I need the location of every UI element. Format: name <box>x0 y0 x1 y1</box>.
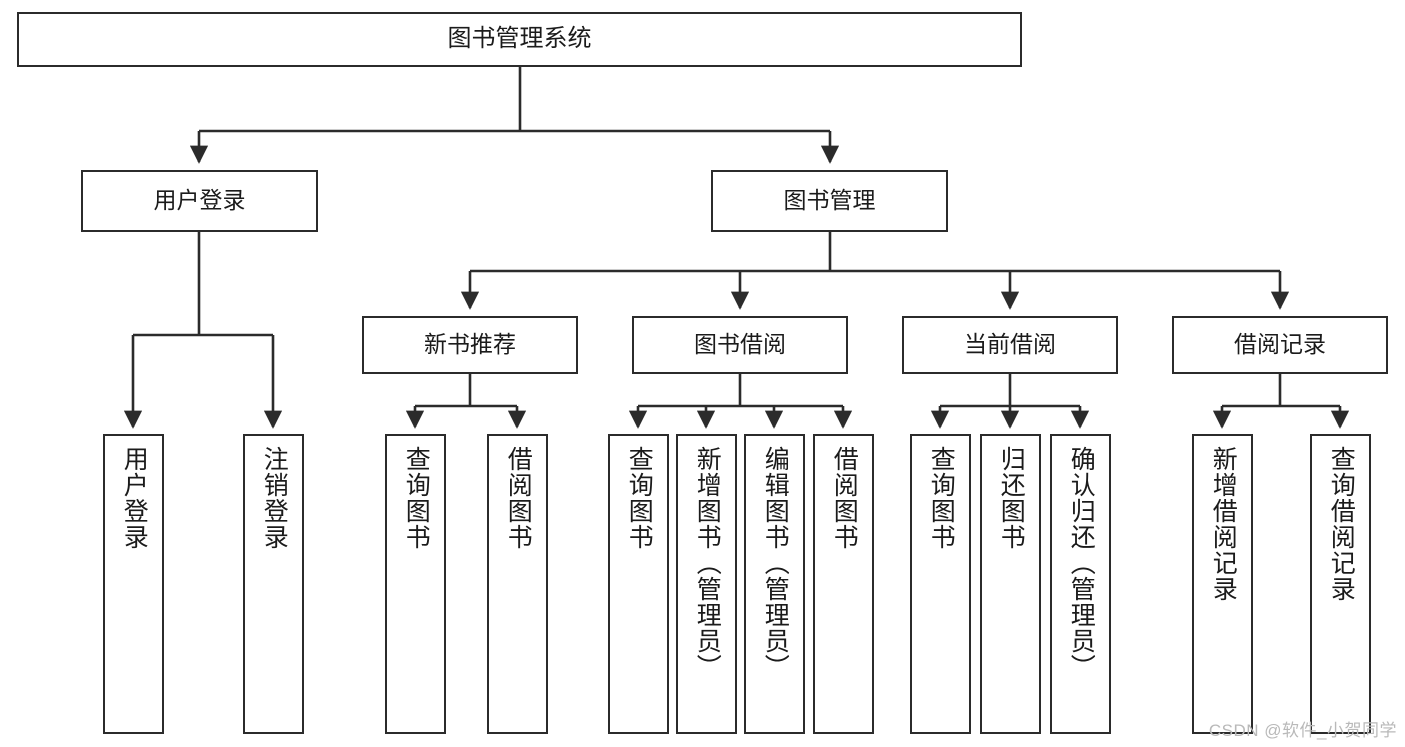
node-borrow-record[interactable]: 借阅记录 <box>1172 316 1388 374</box>
node-leaf-add-book-label: 新增图书（管理员） <box>693 446 722 680</box>
node-leaf-edit-book-label: 编辑图书（管理员） <box>761 446 790 680</box>
node-leaf-user-login-label: 用户登录 <box>120 446 149 550</box>
node-leaf-borrow-book-2[interactable]: 借阅图书 <box>813 434 874 734</box>
node-root[interactable]: 图书管理系统 <box>17 12 1022 67</box>
node-book-borrow[interactable]: 图书借阅 <box>632 316 848 374</box>
node-current-borrow-label: 当前借阅 <box>964 331 1056 358</box>
node-borrow-record-label: 借阅记录 <box>1234 331 1326 358</box>
node-leaf-edit-book[interactable]: 编辑图书（管理员） <box>744 434 805 734</box>
node-user-login[interactable]: 用户登录 <box>81 170 318 232</box>
node-leaf-query-book-3-label: 查询图书 <box>927 446 956 550</box>
watermark: CSDN @软件_小贺同学 <box>1208 721 1397 740</box>
node-leaf-return-book[interactable]: 归还图书 <box>980 434 1041 734</box>
node-leaf-query-record-label: 查询借阅记录 <box>1327 446 1356 602</box>
node-leaf-query-book-1-label: 查询图书 <box>402 446 431 550</box>
node-book-borrow-label: 图书借阅 <box>694 331 786 358</box>
node-leaf-borrow-book-1[interactable]: 借阅图书 <box>487 434 548 734</box>
node-current-borrow[interactable]: 当前借阅 <box>902 316 1118 374</box>
node-leaf-user-login[interactable]: 用户登录 <box>103 434 164 734</box>
node-leaf-query-book-3[interactable]: 查询图书 <box>910 434 971 734</box>
node-leaf-confirm-return[interactable]: 确认归还（管理员） <box>1050 434 1111 734</box>
node-user-login-label: 用户登录 <box>153 187 246 214</box>
node-book-management-label: 图书管理 <box>783 187 876 214</box>
node-leaf-add-record-label: 新增借阅记录 <box>1209 446 1238 602</box>
node-leaf-query-book-2-label: 查询图书 <box>625 446 654 550</box>
node-leaf-borrow-book-2-label: 借阅图书 <box>830 446 859 550</box>
node-new-book-recommend[interactable]: 新书推荐 <box>362 316 578 374</box>
node-leaf-logout[interactable]: 注销登录 <box>243 434 304 734</box>
node-leaf-add-record[interactable]: 新增借阅记录 <box>1192 434 1253 734</box>
node-leaf-borrow-book-1-label: 借阅图书 <box>504 446 533 550</box>
node-leaf-add-book[interactable]: 新增图书（管理员） <box>676 434 737 734</box>
node-root-label: 图书管理系统 <box>447 25 592 53</box>
node-leaf-confirm-return-label: 确认归还（管理员） <box>1067 446 1096 680</box>
node-leaf-query-record[interactable]: 查询借阅记录 <box>1310 434 1371 734</box>
node-leaf-return-book-label: 归还图书 <box>997 446 1026 550</box>
node-leaf-query-book-1[interactable]: 查询图书 <box>385 434 446 734</box>
node-new-book-recommend-label: 新书推荐 <box>424 331 516 358</box>
node-leaf-logout-label: 注销登录 <box>260 446 289 550</box>
node-leaf-query-book-2[interactable]: 查询图书 <box>608 434 669 734</box>
node-book-management[interactable]: 图书管理 <box>711 170 948 232</box>
